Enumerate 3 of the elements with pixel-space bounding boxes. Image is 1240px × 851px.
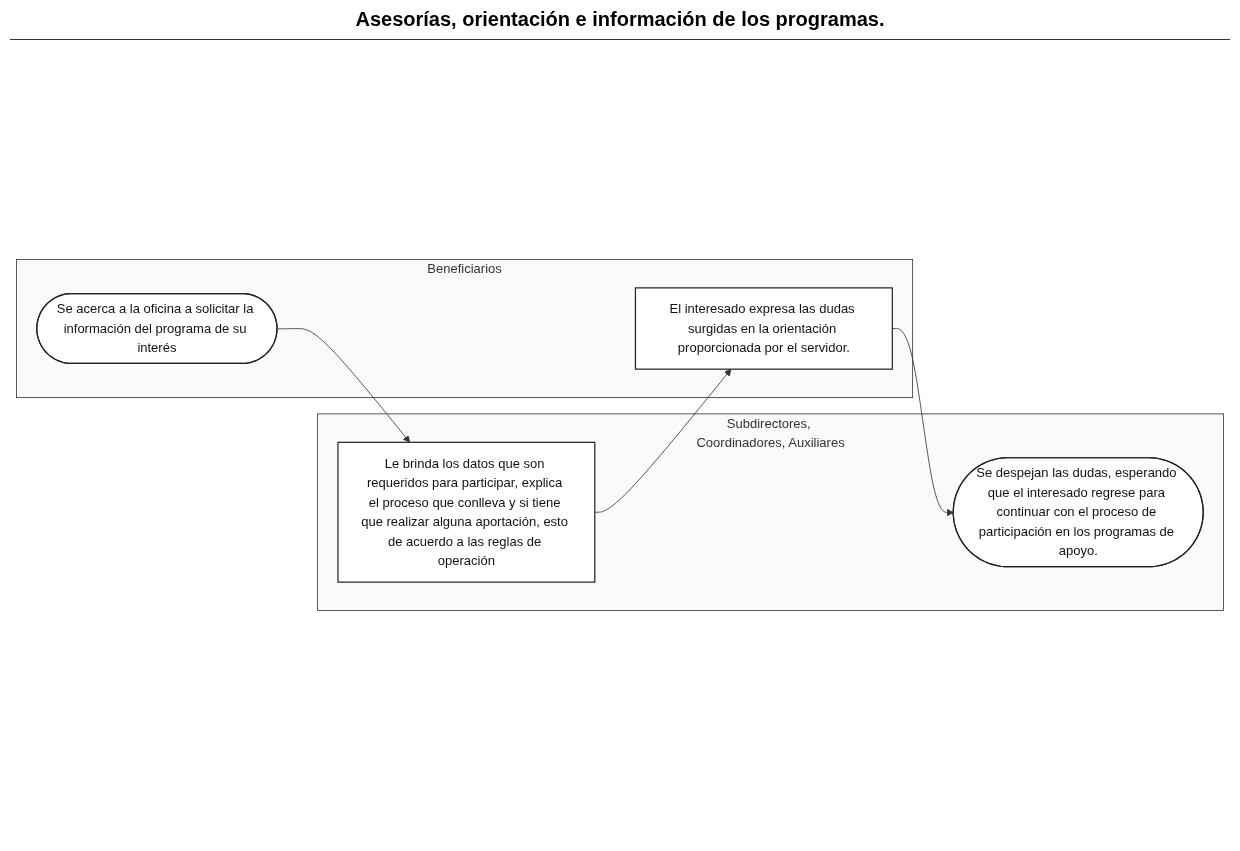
node-box: El interesado expresa las dudas surgidas en la orientación proporcionada por el servidor. — [634, 287, 893, 370]
diagram-title: Asesorías, orientación e información de los programas. — [10, 0, 1230, 40]
node-box: Le brinda los datos que son requeridos para participar, explica el proceso que conlleva y si tiene que realizar alguna aportación, esto de acuerdo a las reglas de operación — [337, 441, 596, 583]
